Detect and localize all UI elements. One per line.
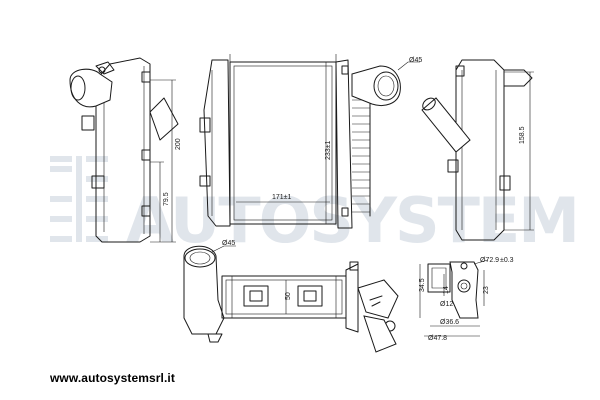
detail-bottom-b-label: Ø47.8: [428, 335, 447, 342]
left-height-label: 200: [175, 138, 182, 150]
center-pipe-diameter-label: Ø45: [409, 57, 422, 64]
detail-height-a-label: 34.5: [419, 278, 426, 292]
autosystem-logo-icon: [50, 156, 108, 242]
right-side-view: 158.5: [421, 59, 534, 241]
detail-bottom-a-label: Ø36.6: [440, 319, 459, 326]
center-height-label: 233±1: [325, 140, 332, 160]
detail-height-b-label: 14: [443, 286, 450, 294]
detail-height-c-label: 23: [483, 286, 490, 294]
detail-outer-label: Ø72.9: [480, 257, 499, 264]
website-url[interactable]: www.autosystemsrl.it: [50, 371, 175, 385]
center-width-label: 171±1: [272, 194, 292, 201]
center-front-view: Ø45 233±1 171±1: [199, 54, 422, 229]
bottom-pipe-diameter-label: Ø45: [222, 240, 235, 247]
right-height-label: 158.5: [519, 126, 526, 144]
flange-detail-view: Ø72.9 ±0.3 34.5 14 23 Ø12 Ø36.6 Ø47.8: [419, 257, 514, 342]
bottom-view: Ø45 50: [183, 240, 399, 353]
left-lower-label: 79.5: [163, 192, 170, 206]
bottom-core-height-label: 50: [285, 292, 292, 300]
detail-outer-tol-label: ±0.3: [500, 257, 514, 264]
detail-inner-dia-label: Ø12: [440, 301, 453, 308]
left-side-view: 200 79.5: [69, 57, 182, 243]
